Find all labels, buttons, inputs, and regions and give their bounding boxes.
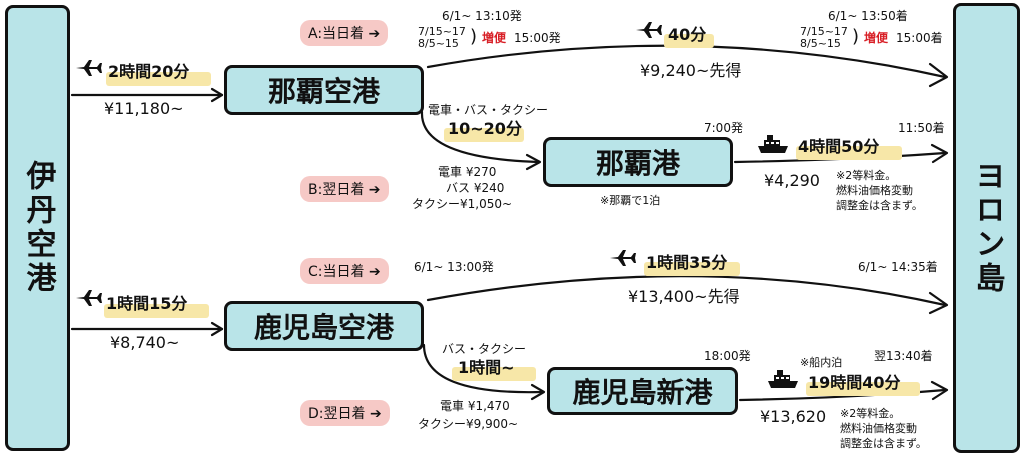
arrow-route-c [426, 275, 947, 307]
kagoshima-ferry-note-1: ※2等料金。 [840, 407, 901, 420]
ferry-icon [758, 135, 788, 153]
route-b-label: B:翌日着 ➔ [300, 176, 389, 202]
airplane-icon [636, 22, 662, 38]
kagoshima-transfer-duration: 1時間~ [458, 358, 515, 377]
airplane-icon [610, 250, 636, 266]
route-c-depart: 6/1~ 13:00発 [414, 260, 494, 274]
node-kagoshima-port: 鹿児島新港 [547, 367, 738, 415]
airplane-icon [76, 290, 102, 306]
route-a-depart-1: 6/1~ 13:10発 [442, 9, 522, 23]
itami-naha-price: ¥11,180~ [104, 99, 184, 118]
route-a-arrive-2b: 8/5~15 [800, 37, 841, 50]
arrow-route-b-transfer [420, 110, 540, 164]
naha-transfer-mode: 電車・バス・タクシー [428, 103, 549, 117]
naha-ferry-note-2: 燃料油価格変動 [836, 184, 913, 197]
route-a-extra-flight: 増便 [482, 31, 507, 45]
route-a-label: A:当日着 ➔ [300, 20, 389, 46]
brace: ) [852, 26, 860, 47]
ferry-icon [768, 370, 798, 388]
naha-ferry-arrive: 11:50着 [898, 121, 945, 135]
route-c-label: C:当日着 ➔ [300, 258, 389, 284]
airplane-icon [76, 60, 102, 76]
node-kagoshima-airport: 鹿児島空港 [224, 301, 424, 351]
kagoshima-ferry-arrive: 翌13:40着 [874, 349, 933, 363]
route-a-duration: 40分 [668, 25, 707, 44]
kagoshima-transfer-fare-2: タクシー¥9,900~ [418, 417, 519, 431]
naha-overnight-note: ※那覇で1泊 [600, 194, 661, 207]
itami-naha-duration: 2時間20分 [108, 62, 190, 81]
route-a-extra-arrive: 15:00着 [896, 31, 943, 45]
arrow-route-d-transfer [422, 343, 544, 394]
route-a-depart-2a: 7/15~17 [418, 25, 466, 38]
route-d-label: D:翌日着 ➔ [300, 400, 390, 426]
naha-ferry-price: ¥4,290 [764, 171, 820, 190]
kagoshima-ferry-note-3: 調整金は含まず。 [840, 437, 927, 450]
kagoshima-ferry-note-2: 燃料油価格変動 [840, 422, 917, 435]
naha-ferry-depart: 7:00発 [704, 121, 743, 135]
kagoshima-ferry-duration: 19時間40分 [808, 373, 901, 392]
kagoshima-ferry-price: ¥13,620 [760, 407, 827, 426]
brace: ) [470, 26, 478, 47]
itami-kagoshima-price: ¥8,740~ [110, 333, 180, 352]
kagoshima-transfer-mode: バス・タクシー [442, 342, 527, 356]
node-yoron-island: ヨロン島 [953, 3, 1020, 453]
route-c-arrive: 6/1~ 14:35着 [858, 260, 938, 274]
naha-transfer-fare-1: 電車 ¥270 [438, 165, 497, 179]
naha-transfer-fare-3: タクシー¥1,050~ [412, 197, 513, 211]
kagoshima-ferry-onboard: ※船内泊 [800, 356, 843, 369]
route-a-extra-depart: 15:00発 [514, 31, 561, 45]
naha-ferry-note-1: ※2等料金。 [836, 169, 897, 182]
route-a-depart-2b: 8/5~15 [418, 37, 459, 50]
route-c-price: ¥13,400~先得 [628, 287, 740, 306]
route-a-arrive-2a: 7/15~17 [800, 25, 848, 38]
route-a-extra-flight-arrive: 増便 [864, 31, 889, 45]
route-a-arrive-1: 6/1~ 13:50着 [828, 9, 908, 23]
naha-ferry-note-3: 調整金は含まず。 [836, 199, 923, 212]
node-naha-port: 那覇港 [543, 137, 733, 187]
node-itami-airport: 伊丹空港 [5, 5, 70, 451]
route-c-duration: 1時間35分 [646, 253, 728, 272]
itami-kagoshima-duration: 1時間15分 [106, 294, 188, 313]
route-a-price: ¥9,240~先得 [640, 61, 742, 80]
kagoshima-transfer-fare-1: 電車 ¥1,470 [440, 399, 510, 413]
naha-ferry-duration: 4時間50分 [798, 137, 880, 156]
naha-transfer-fare-2: バス ¥240 [446, 181, 505, 195]
node-naha-airport: 那覇空港 [224, 65, 424, 115]
naha-transfer-duration: 10~20分 [448, 119, 522, 138]
arrow-route-d-ferry [738, 388, 947, 402]
kagoshima-ferry-depart: 18:00発 [704, 349, 751, 363]
